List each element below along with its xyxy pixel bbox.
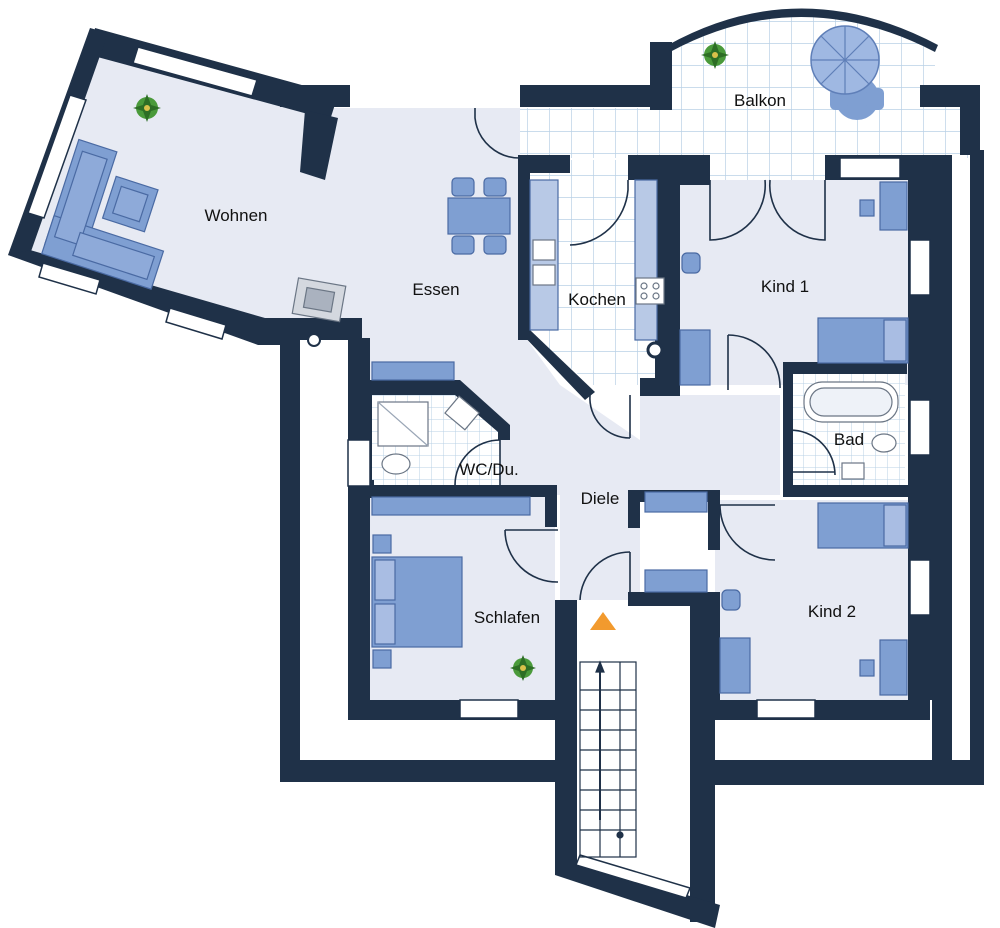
umbrella-icon	[810, 25, 884, 120]
sofa	[40, 138, 165, 290]
plant-icon	[701, 41, 729, 69]
door-swing	[768, 179, 826, 241]
window	[38, 262, 101, 295]
desk	[719, 637, 751, 694]
door-swing	[709, 179, 767, 241]
room-label-schlafen: Schlafen	[473, 608, 541, 627]
wardrobe	[879, 639, 908, 696]
stairs-icon	[579, 660, 637, 858]
room-label-wc: WC/Du.	[459, 460, 519, 479]
window	[165, 307, 227, 340]
window	[839, 157, 901, 179]
room-label-wohnen: Wohnen	[204, 206, 268, 225]
dining-table	[447, 197, 511, 235]
room-label-essen: Essen	[412, 280, 460, 299]
wardrobe	[644, 569, 708, 593]
sink	[444, 395, 480, 431]
toilet	[871, 433, 897, 453]
window	[909, 559, 931, 616]
toilet	[381, 453, 411, 475]
window	[347, 439, 371, 487]
room-label-balkon: Balkon	[734, 91, 786, 110]
room-label-diele: Diele	[580, 489, 620, 508]
plant-icon	[133, 94, 161, 122]
window	[756, 699, 816, 719]
chair	[681, 252, 701, 274]
chair	[721, 589, 741, 611]
wardrobe	[644, 491, 708, 513]
room-label-kind1: Kind 1	[760, 277, 810, 296]
door-swing	[579, 551, 631, 601]
sink	[532, 264, 556, 286]
door-swing	[589, 394, 631, 439]
door-swing	[454, 439, 501, 486]
armchair	[101, 175, 159, 233]
counter	[634, 179, 658, 341]
dining-chairs	[451, 177, 507, 255]
wardrobe	[371, 496, 531, 516]
kochen-floor	[528, 160, 668, 385]
window	[909, 239, 931, 296]
window	[459, 699, 519, 719]
door-swing	[719, 504, 776, 561]
window	[574, 854, 692, 899]
room-label-kochen: Kochen	[568, 290, 626, 309]
sink	[841, 462, 865, 480]
door-swing	[789, 429, 836, 476]
stairwell-floor	[575, 603, 690, 880]
door-swing	[504, 529, 559, 583]
door-swing	[569, 180, 629, 246]
entrance-arrow-icon	[590, 612, 616, 630]
door-swing	[727, 334, 781, 389]
windows	[27, 46, 931, 899]
bench	[371, 361, 455, 381]
living-dining-floor	[30, 55, 780, 600]
room-label-bad: Bad	[833, 430, 865, 449]
fireplace	[291, 277, 347, 323]
window	[909, 399, 931, 456]
window	[27, 94, 87, 219]
desk	[679, 329, 711, 386]
doors	[454, 108, 836, 601]
floors	[30, 13, 972, 880]
plant-icon	[510, 655, 536, 681]
wardrobe	[879, 181, 908, 231]
room-label-kind2: Kind 2	[807, 602, 857, 621]
door-swing	[474, 108, 521, 159]
window	[132, 46, 258, 97]
stove	[635, 277, 665, 305]
furniture	[40, 138, 909, 696]
sink	[532, 239, 556, 261]
